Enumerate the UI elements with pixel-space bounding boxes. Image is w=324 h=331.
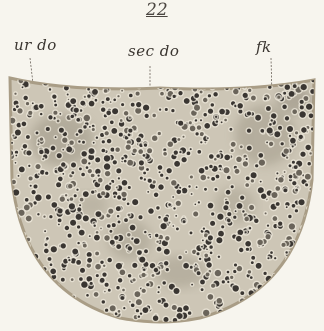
specimen-illustration (0, 0, 324, 331)
